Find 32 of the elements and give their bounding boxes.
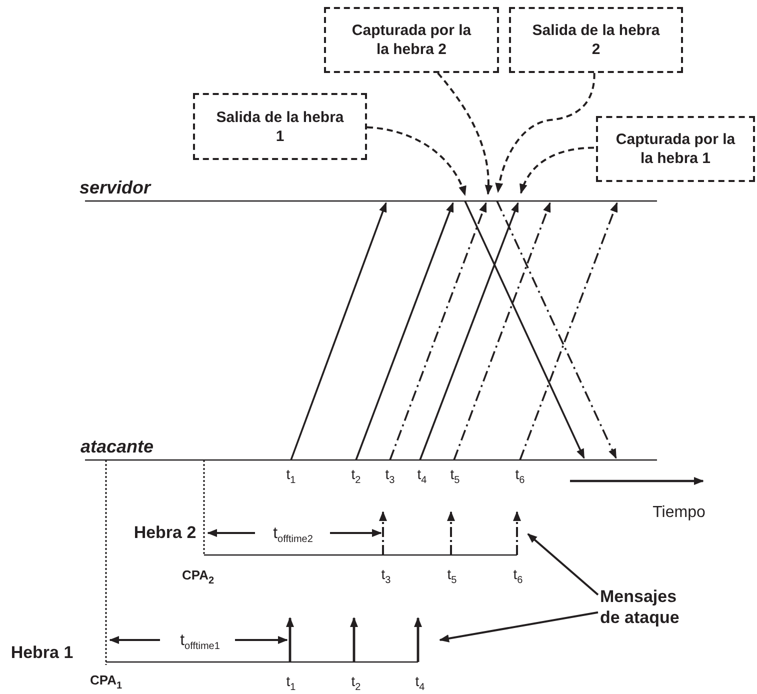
interval-label: t$_{offtime1}$ [180, 632, 220, 652]
annotation-text: Mensajes de ataque [600, 586, 695, 628]
leader-line [520, 146, 594, 194]
callout-box: Salida de la hebra 2 [509, 7, 683, 73]
time-label: t$_{2}$ [351, 673, 361, 693]
callout-box: Capturada por la la hebra 1 [596, 116, 755, 182]
time-label: t$_{2}$ [351, 466, 361, 486]
axis-label: atacante [80, 436, 154, 458]
time-label: t$_{6}$ [515, 466, 525, 486]
start-point-label: CPA$_{1}$ [90, 672, 122, 692]
callout-box: Salida de la hebra 1 [193, 93, 367, 160]
time-label: t$_{3}$ [381, 566, 391, 586]
callout-box: Capturada por la la hebra 2 [324, 7, 499, 73]
leader-line [495, 72, 596, 193]
time-label: t$_{5}$ [450, 466, 460, 486]
time-label: t$_{4}$ [415, 673, 425, 693]
leader-line [527, 533, 599, 596]
start-point-label: CPA$_{2}$ [182, 568, 214, 586]
axis-label: servidor [79, 178, 151, 198]
time-label: t$_{4}$ [417, 466, 427, 486]
leader-line [437, 72, 492, 195]
thread-label: Hebra 1 [10, 643, 74, 663]
time-label: t$_{6}$ [513, 566, 523, 586]
thread-label: Hebra 2 [134, 523, 196, 543]
interval-label: t$_{offtime2}$ [273, 524, 313, 546]
time-label: t$_{1}$ [286, 673, 296, 693]
time-label: t$_{1}$ [286, 466, 296, 486]
leader-line [439, 611, 598, 642]
leader-line [366, 126, 466, 196]
axis-label: Tiempo [652, 504, 706, 522]
time-label: t$_{5}$ [447, 566, 457, 586]
time-label: t$_{3}$ [385, 466, 395, 486]
